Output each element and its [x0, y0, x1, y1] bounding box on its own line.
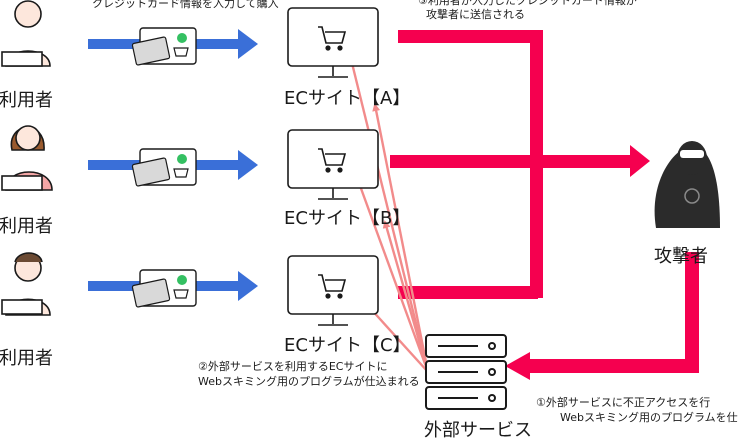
attack-line-down: [685, 252, 699, 372]
step2-caption-line1: ②外部サービスを利用するECサイトに: [198, 360, 388, 373]
monitor-cart-icon: [287, 7, 379, 78]
attack-arrowhead-server: [505, 352, 530, 380]
site-b-label: ECサイト【B】: [284, 208, 411, 229]
diagram-canvas: [1, 0, 720, 410]
site-a-label: ECサイト【A】: [284, 88, 411, 109]
hacker-icon: [654, 141, 720, 228]
external-service-label: 外部サービス: [424, 420, 532, 441]
flow-arrowhead-attacker: [630, 145, 650, 177]
server-icon: [425, 334, 507, 410]
user-label: 利用者: [0, 216, 53, 237]
step1-caption-line2: Webスキミング用のプログラムを仕: [560, 411, 738, 424]
user-label: 利用者: [0, 90, 53, 111]
step3-caption-line2: 攻撃者に送信される: [426, 8, 525, 21]
user-icon: [1, 252, 51, 316]
user-icon: [1, 0, 51, 67]
flow-line-b: [390, 155, 635, 168]
step3-caption-line1: ③利用者が入力したクレジットカード情報が: [418, 0, 637, 7]
laptop-card-icon: [131, 27, 197, 66]
injection-arrows: [347, 53, 430, 373]
laptop-card-icon: [131, 269, 197, 308]
user-label: 利用者: [0, 348, 53, 369]
user-icon: [1, 125, 53, 191]
monitor-cart-icon: [287, 129, 379, 200]
monitor-cart-icon: [287, 255, 379, 326]
step2-caption-line2: Webスキミング用のプログラムが仕込まれる: [198, 375, 420, 388]
attack-line-left: [530, 359, 699, 373]
step1-caption-line1: ①外部サービスに不正アクセスを行: [536, 396, 711, 409]
attacker-label: 攻撃者: [654, 246, 708, 267]
exfiltration-flow: [390, 30, 699, 380]
purchase-caption: クレジットカード情報を入力して購入: [92, 0, 279, 10]
flow-line-a: [398, 30, 538, 43]
site-c-label: ECサイト【C】: [284, 335, 411, 356]
laptop-card-icon: [131, 148, 197, 187]
flow-line-c: [398, 286, 538, 299]
